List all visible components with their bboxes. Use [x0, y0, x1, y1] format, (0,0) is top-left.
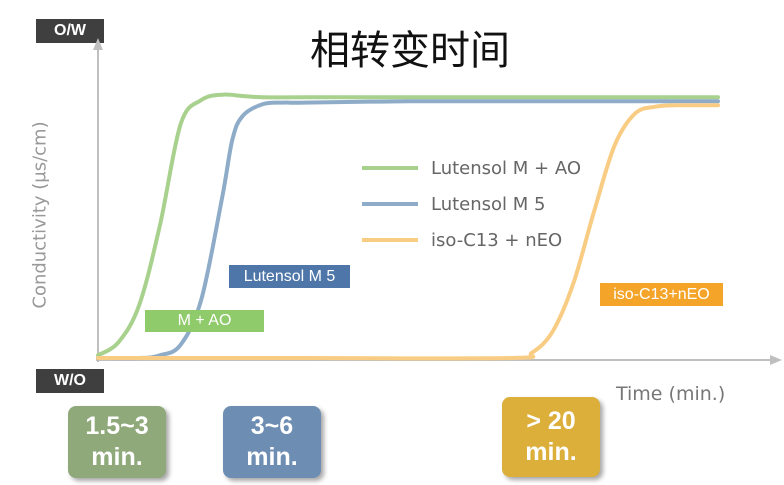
legend-item: Lutensol M + AO: [362, 150, 581, 186]
time-box: 1.5~3 min.: [68, 406, 166, 478]
legend-item: iso-C13 + nEO: [362, 222, 581, 258]
y-axis-arrow: [93, 38, 103, 50]
series-line: [96, 103, 720, 361]
series-box-label: iso-C13+nEO: [600, 283, 723, 306]
legend-swatch: [362, 202, 418, 206]
series-box-label: M + AO: [145, 310, 264, 332]
x-axis-arrow: [770, 355, 782, 365]
time-box-line: min.: [246, 443, 298, 471]
time-box: 3~6 min.: [223, 406, 321, 478]
series-box-label: Lutensol M 5: [229, 265, 350, 288]
chart-title: 相转变时间: [310, 28, 510, 74]
series-line: [96, 92, 720, 358]
legend-swatch: [362, 238, 418, 242]
time-box-line: 1.5~3: [85, 412, 149, 440]
time-box: > 20 min.: [502, 397, 600, 477]
time-box-line: > 20: [526, 407, 576, 435]
x-axis-label: Time (min.): [616, 383, 726, 405]
y-axis-label: Conductivity (μs/cm): [29, 121, 51, 309]
time-box-line: min.: [91, 443, 143, 471]
legend-swatch: [362, 166, 418, 170]
time-box-line: min.: [525, 438, 577, 466]
series-lines: [96, 92, 720, 361]
time-box-line: 3~6: [250, 412, 294, 440]
legend-label: Lutensol M 5: [431, 193, 546, 215]
legend-label: iso-C13 + nEO: [431, 229, 563, 251]
legend: Lutensol M + AO Lutensol M 5 iso-C13 + n…: [362, 150, 581, 258]
legend-item: Lutensol M 5: [362, 186, 581, 222]
y-top-label: O/W: [36, 19, 104, 43]
legend-label: Lutensol M + AO: [431, 157, 581, 179]
y-bottom-label: W/O: [36, 369, 104, 393]
series-line: [96, 99, 720, 361]
